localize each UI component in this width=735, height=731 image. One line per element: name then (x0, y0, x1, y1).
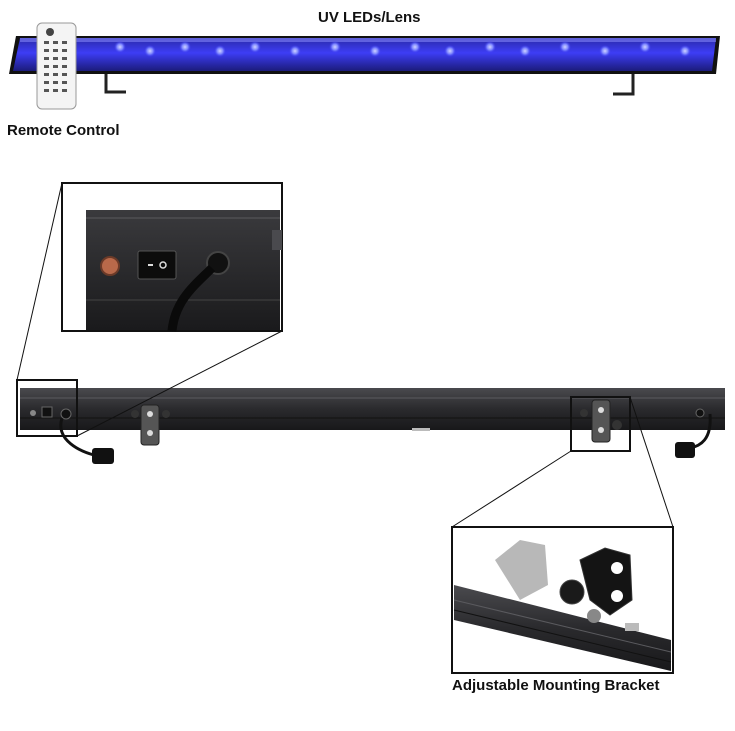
power-switch (137, 250, 177, 280)
callout-box-right (570, 396, 631, 452)
zoom-inset-bracket (451, 526, 674, 674)
zoom-inset-power-panel (61, 182, 283, 332)
remote-control-image (36, 22, 77, 110)
light-bar-rear-view (20, 388, 725, 464)
fuse-holder-icon (100, 256, 120, 276)
bracket-right (580, 399, 622, 443)
uv-leds-lens-label: UV LEDs/Lens (318, 9, 421, 26)
mounting-bracket-label: Adjustable Mounting Bracket (452, 677, 660, 694)
remote-control-label: Remote Control (7, 122, 120, 139)
callout-box-left (16, 379, 78, 437)
uv-light-bar (9, 36, 720, 96)
bracket-left (131, 404, 170, 446)
uv-led-row (114, 41, 691, 57)
